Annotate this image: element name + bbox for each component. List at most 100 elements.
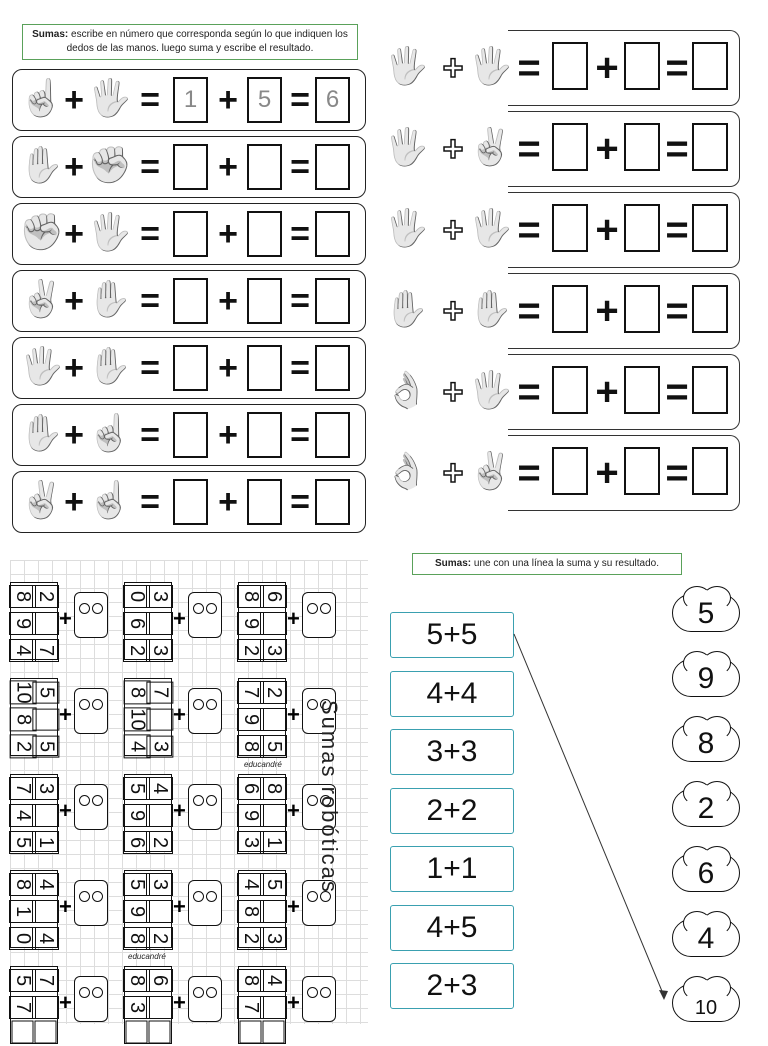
equals-sign: =	[517, 451, 541, 495]
answer-box-2[interactable]	[247, 144, 282, 190]
sum-box[interactable]: 3+3	[390, 729, 514, 775]
answer-box-1[interactable]	[173, 211, 208, 257]
equals-sign: =	[290, 349, 310, 387]
sum-box[interactable]: 2+2	[390, 787, 514, 834]
answer-box-1[interactable]	[552, 42, 588, 90]
answer-box-2[interactable]	[624, 285, 660, 333]
cloud-icon	[672, 716, 740, 762]
equals-sign: =	[665, 451, 689, 495]
hand-icon: 🖐	[384, 207, 429, 248]
result-cloud[interactable]: 6	[668, 846, 744, 898]
answer-box-result[interactable]	[692, 366, 728, 414]
answer-box-result[interactable]	[692, 447, 728, 495]
robot-face-icon	[74, 880, 108, 926]
sum-box[interactable]: 4+4	[390, 670, 514, 717]
answer-box-result[interactable]	[692, 204, 728, 252]
plus-sign: +	[218, 148, 238, 186]
connector-line	[513, 633, 668, 1000]
answer-box-1[interactable]	[173, 412, 208, 458]
answer-box-1[interactable]	[552, 285, 588, 333]
answer-box-result[interactable]	[315, 278, 350, 324]
answer-box-2[interactable]	[247, 211, 282, 257]
answer-box-2[interactable]	[624, 42, 660, 90]
answer-box-1[interactable]	[552, 204, 588, 252]
plus-sign: +	[64, 215, 84, 253]
answer-box-2[interactable]	[247, 479, 282, 525]
answer-box-1[interactable]: 1	[173, 77, 208, 123]
cloud-icon	[672, 651, 740, 697]
sum-box[interactable]: 5+5	[390, 612, 514, 658]
answer-box-result[interactable]	[315, 412, 350, 458]
equals-sign: =	[665, 370, 689, 414]
answer-box-2[interactable]	[247, 345, 282, 391]
answer-box-2[interactable]	[624, 204, 660, 252]
answer-box-result[interactable]	[315, 345, 350, 391]
result-cloud[interactable]: 2	[668, 781, 744, 833]
answer-box-2[interactable]	[624, 123, 660, 171]
answer-box-result[interactable]: 6	[315, 77, 350, 123]
answer-box-result[interactable]	[315, 211, 350, 257]
answer-box-1[interactable]	[552, 447, 588, 495]
answer-box-1[interactable]	[552, 123, 588, 171]
answer-box-2[interactable]: 5	[247, 77, 282, 123]
result-cloud[interactable]: 10	[668, 976, 744, 1028]
equals-sign: =	[517, 289, 541, 333]
plus-sign: +	[173, 798, 186, 823]
result-number: 10	[694, 997, 718, 1019]
robot-face-icon	[74, 784, 108, 830]
answer-box-1[interactable]	[173, 278, 208, 324]
answer-box-2[interactable]	[624, 366, 660, 414]
equals-sign: =	[290, 215, 310, 253]
answer-box-result[interactable]	[315, 144, 350, 190]
robot-face-icon	[302, 976, 336, 1022]
result-cloud[interactable]: 4	[668, 911, 744, 963]
plus-sign: +	[287, 606, 300, 631]
answer-box-1[interactable]	[173, 345, 208, 391]
answer-box-result[interactable]	[315, 479, 350, 525]
answer-box-2[interactable]	[247, 278, 282, 324]
cloud-icon	[672, 781, 740, 827]
answer-box-1[interactable]	[173, 479, 208, 525]
cloud-icon	[672, 976, 740, 1022]
answer-box-2[interactable]	[247, 412, 282, 458]
answer-box-result[interactable]	[692, 285, 728, 333]
plus-sign: +	[173, 606, 186, 631]
hand-icon: ☝	[19, 77, 64, 118]
answer-box-2[interactable]	[624, 447, 660, 495]
answer-box-result[interactable]	[692, 123, 728, 171]
result-cloud[interactable]: 8	[668, 716, 744, 768]
result-number: 4	[697, 922, 715, 955]
sum-box[interactable]: 1+1	[390, 846, 514, 892]
hand-icon: ✌	[19, 479, 64, 520]
result-number: 8	[697, 727, 715, 760]
plus-sign: +	[218, 81, 238, 119]
plus-sign: +	[64, 483, 84, 521]
robot-face-icon	[74, 688, 108, 734]
answer-box-1[interactable]	[173, 144, 208, 190]
answer-box-result[interactable]	[692, 42, 728, 90]
equals-sign: =	[140, 148, 160, 186]
row-frame	[508, 111, 740, 187]
result-number: 9	[697, 662, 715, 695]
sum-box[interactable]: 4+5	[390, 904, 514, 951]
result-cloud[interactable]: 9	[668, 651, 744, 703]
sum-box[interactable]: 2+3	[390, 963, 514, 1009]
plus-sign: +	[595, 451, 619, 495]
instruction-box-match: Sumas: une con una línea la suma y su re…	[412, 553, 682, 575]
robot-face-icon	[188, 880, 222, 926]
answer-box-1[interactable]	[552, 366, 588, 414]
result-cloud[interactable]: 5	[668, 586, 744, 638]
robot-face-icon	[302, 592, 336, 638]
finger-row: ✊ + 🖐 = + =	[12, 203, 366, 265]
cloud-icon	[672, 846, 740, 892]
